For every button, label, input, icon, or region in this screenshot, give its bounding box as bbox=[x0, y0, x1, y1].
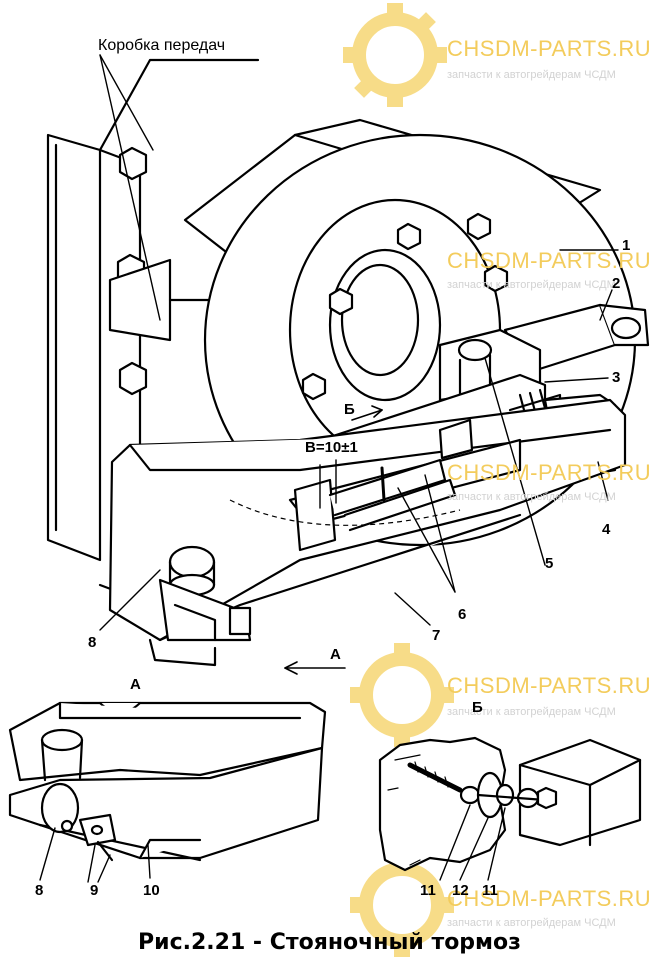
detail-9-label: 9 bbox=[90, 882, 99, 899]
watermark-logo-icon bbox=[350, 643, 454, 747]
view-a-title: А bbox=[130, 676, 141, 693]
watermark-logo-icon bbox=[343, 3, 447, 107]
dimension-label: В=10±1 bbox=[305, 439, 358, 456]
drum-dashed-outline bbox=[229, 499, 461, 526]
callout-2: 2 bbox=[612, 275, 621, 292]
clevis-pin bbox=[148, 545, 252, 667]
gearbox-label: Коробка передач bbox=[98, 37, 226, 54]
watermark-tagline: запчасти к автогрейдерам ЧСДМ bbox=[447, 69, 616, 81]
callout-5: 5 bbox=[545, 555, 554, 572]
flange-bolt-icon bbox=[301, 212, 509, 401]
callout-leaders bbox=[99, 54, 619, 631]
figure-caption: Рис.2.21 - Стояночный тормоз bbox=[138, 930, 521, 955]
dimension-marker bbox=[319, 459, 337, 509]
arrow-icon bbox=[284, 405, 383, 675]
view-a-leaders bbox=[39, 827, 151, 883]
view-a-arrow-label: А bbox=[330, 646, 341, 663]
callout-1: 1 bbox=[622, 237, 631, 254]
watermark-brand: CHSDM-PARTS.RU bbox=[447, 248, 652, 273]
view-b-leaders bbox=[439, 804, 506, 881]
watermark-tagline: запчасти к автогрейдерам ЧСДМ bbox=[447, 706, 616, 718]
callout-4: 4 bbox=[602, 521, 611, 538]
callout-3: 3 bbox=[612, 369, 621, 386]
detail-11b-label: 11 bbox=[482, 882, 498, 899]
watermark-brand: CHSDM-PARTS.RU bbox=[447, 673, 652, 698]
watermark-tagline: запчасти к автогрейдерам ЧСДМ bbox=[447, 491, 616, 503]
view-b-arrow-label: Б bbox=[344, 401, 355, 418]
watermark-brand: CHSDM-PARTS.RU bbox=[447, 36, 652, 61]
callout-8: 8 bbox=[88, 634, 97, 651]
detail-8-label: 8 bbox=[35, 882, 44, 899]
view-a-detail bbox=[8, 701, 327, 862]
watermark-brand: CHSDM-PARTS.RU bbox=[447, 886, 652, 911]
view-b-detail bbox=[378, 736, 642, 872]
watermark-tagline: запчасти к автогрейдерам ЧСДМ bbox=[447, 279, 616, 291]
watermark-brand: CHSDM-PARTS.RU bbox=[447, 460, 652, 485]
view-b-title: Б bbox=[472, 699, 483, 716]
callout-6: 6 bbox=[458, 606, 467, 623]
detail-12-label: 12 bbox=[452, 882, 469, 899]
callout-7: 7 bbox=[432, 627, 441, 644]
watermark-tagline: запчасти к автогрейдерам ЧСДМ bbox=[447, 917, 616, 929]
brake-lining bbox=[293, 418, 474, 552]
detail-10-label: 10 bbox=[143, 882, 160, 899]
detail-11a-label: 11 bbox=[420, 882, 436, 899]
